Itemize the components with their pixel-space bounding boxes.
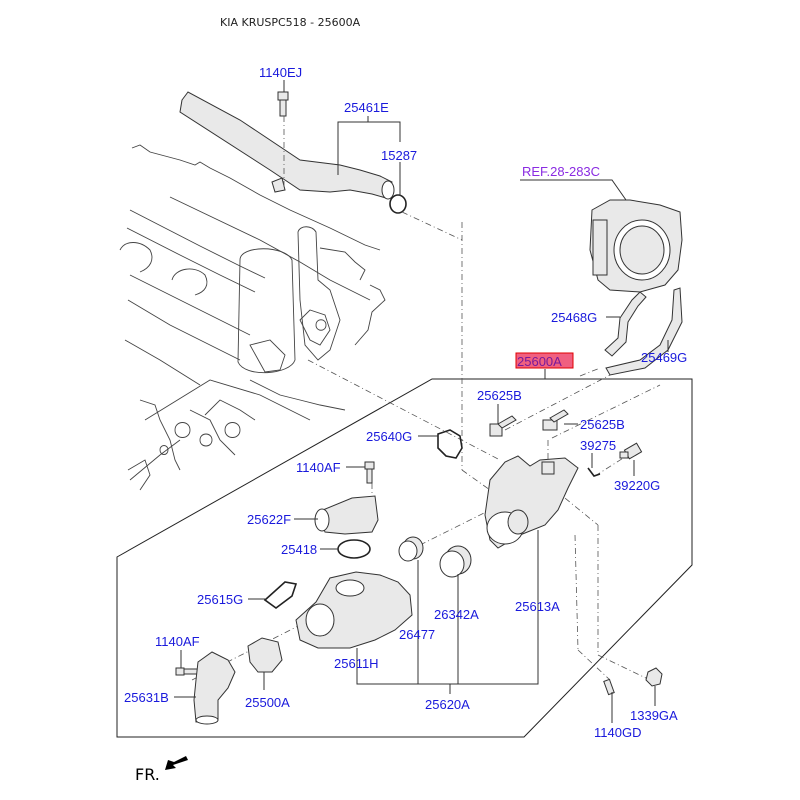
leader-lines [174,80,669,723]
temperature-sensor-39220g[interactable] [619,442,643,460]
label-25640g[interactable]: 25640G [366,429,412,444]
o-ring-25418[interactable] [337,539,371,559]
bolt-1140gd[interactable] [603,678,615,696]
engine-block-outline [119,144,386,491]
clip-39275[interactable] [587,467,601,477]
label-25500a[interactable]: 25500A [245,695,290,710]
fitting-25625b-right[interactable] [542,409,569,431]
label-25611h[interactable]: 25611H [334,656,379,671]
label-25613a[interactable]: 25613A [515,599,560,614]
fitting-25625b-left[interactable] [489,415,517,437]
label-26342a[interactable]: 26342A [434,607,479,622]
front-direction-arrow-icon [165,756,188,770]
front-direction-label: FR. [135,765,160,784]
seal-26477[interactable] [398,536,424,562]
gasket-25640g[interactable] [437,429,463,459]
highlight-box-25600a [515,352,574,369]
label-1339ga[interactable]: 1339GA [630,708,678,723]
label-25631b[interactable]: 25631B [124,690,169,705]
label-39275[interactable]: 39275 [580,438,616,453]
label-25468g[interactable]: 25468G [551,310,597,325]
label-1140af-upper[interactable]: 1140AF [296,460,341,475]
label-1140ej[interactable]: 1140EJ [259,65,302,80]
throttle-body[interactable] [589,199,683,293]
gasket-25615g[interactable] [263,581,298,609]
alignment-lines [191,116,661,681]
o-ring-15287[interactable] [389,194,407,214]
label-39220g[interactable]: 39220G [614,478,660,493]
label-25461e[interactable]: 25461E [344,100,389,115]
label-1140gd[interactable]: 1140GD [594,725,641,740]
label-15287[interactable]: 15287 [381,148,417,163]
coolant-hose-25468g[interactable] [604,291,647,357]
label-25622f[interactable]: 25622F [247,512,291,527]
label-26477[interactable]: 26477 [399,627,435,642]
bolt-1140af-upper[interactable] [364,461,375,484]
assembly-frame [116,378,693,738]
thermostat-housing-25613a[interactable] [484,455,579,549]
coolant-hose-25469g[interactable] [605,287,683,376]
label-25620a[interactable]: 25620A [425,697,470,712]
label-25615g[interactable]: 25615G [197,592,243,607]
seal-26342a[interactable] [439,545,472,578]
label-25418[interactable]: 25418 [281,542,317,557]
outlet-fitting-25622f[interactable] [314,495,379,535]
label-25625b-left[interactable]: 25625B [477,388,522,403]
label-25625b-right[interactable]: 25625B [580,417,625,432]
inlet-fitting-25631b[interactable] [193,651,236,725]
label-25469g[interactable]: 25469G [641,350,687,365]
water-pipe-part[interactable] [179,91,395,200]
bolt-1140af-lower[interactable] [175,667,199,676]
diagram-title: KIA KRUSPC518 - 25600A [220,16,361,29]
bolt-1140ej[interactable] [277,91,289,117]
nut-1339ga[interactable] [645,667,663,687]
thermostat-housing-25611h[interactable] [295,571,413,649]
label-1140af-lower[interactable]: 1140AF [155,634,200,649]
label-reference-28-283c[interactable]: REF.28-283C [522,164,600,179]
thermostat-25500a[interactable] [247,637,283,673]
label-25600a[interactable]: 25600A [517,354,562,369]
